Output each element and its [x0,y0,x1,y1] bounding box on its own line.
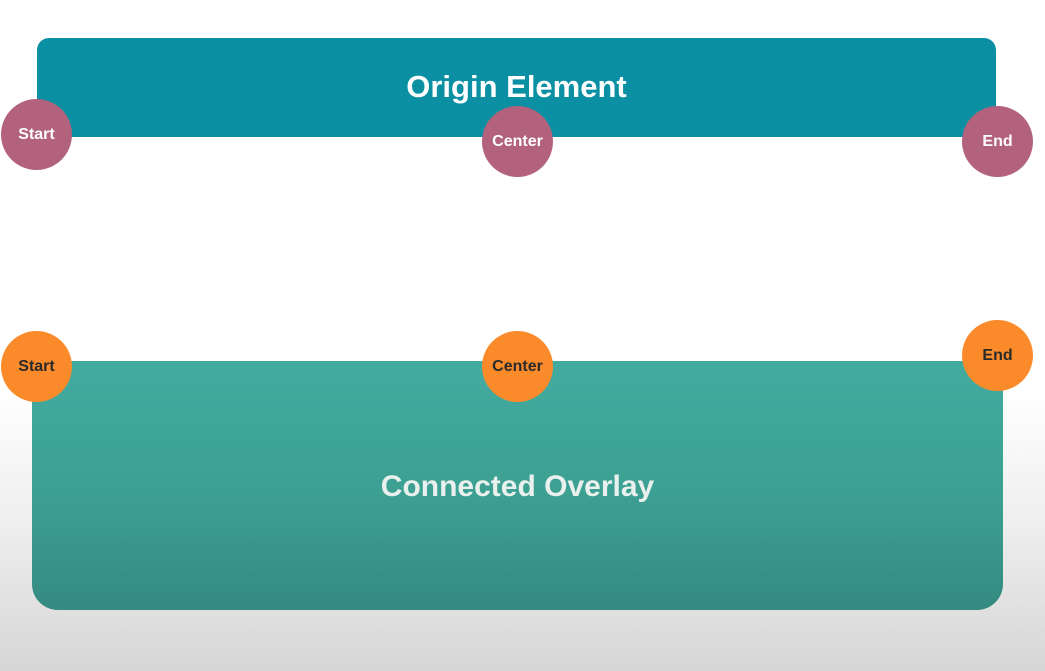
overlay-center-label: Center [492,357,543,375]
overlay-start-label: Start [18,357,55,375]
connected-overlay-title: Connected Overlay [380,469,655,503]
overlay-end-label: End [982,346,1013,364]
origin-center-point: Center [482,106,553,177]
connected-overlay-box: Connected Overlay [32,361,1003,610]
overlay-start-point: Start [1,331,72,402]
origin-start-point: Start [1,99,72,170]
overlay-center-point: Center [482,331,553,402]
origin-element-title: Origin Element [406,68,627,104]
overlay-end-point: End [962,320,1033,391]
origin-start-label: Start [18,125,55,143]
origin-center-label: Center [492,132,543,150]
origin-end-point: End [962,106,1033,177]
origin-end-label: End [982,132,1013,150]
